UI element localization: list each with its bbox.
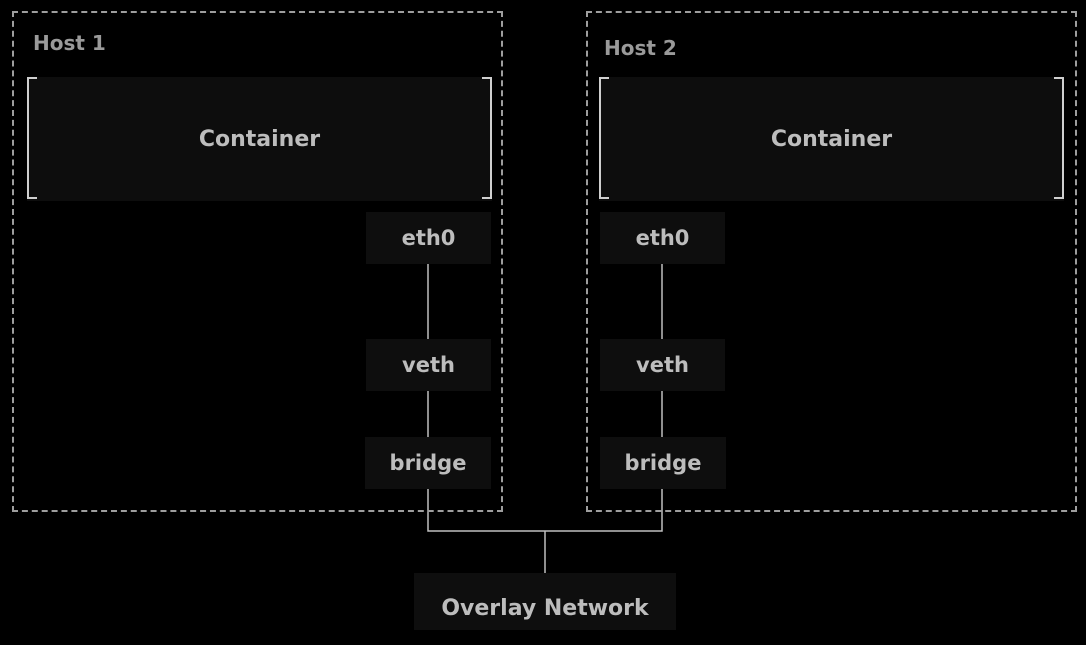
host-2-container[interactable]: Container	[599, 77, 1064, 201]
bracket-right	[482, 77, 492, 199]
host-1-eth0[interactable]: eth0	[366, 212, 491, 264]
host-2-container-label: Container	[770, 127, 893, 152]
bracket-right	[1054, 77, 1064, 199]
overlay-network-label: Overlay Network	[441, 596, 649, 621]
host-1-boundary	[12, 11, 503, 512]
host-2-eth0[interactable]: eth0	[600, 212, 725, 264]
host-1-label: Host 1	[33, 31, 106, 55]
host-2-veth[interactable]: veth	[600, 339, 725, 391]
host-2-label: Host 2	[604, 36, 677, 60]
host-1-veth[interactable]: veth	[366, 339, 491, 391]
host-1-bridge[interactable]: bridge	[365, 437, 491, 489]
host-1-container-label: Container	[198, 127, 321, 152]
host-2-bridge[interactable]: bridge	[600, 437, 726, 489]
bracket-left	[599, 77, 609, 199]
bracket-left	[27, 77, 37, 199]
overlay-network[interactable]: Overlay Network	[414, 573, 676, 630]
host-1-container[interactable]: Container	[27, 77, 492, 201]
host-2-boundary	[586, 11, 1077, 512]
